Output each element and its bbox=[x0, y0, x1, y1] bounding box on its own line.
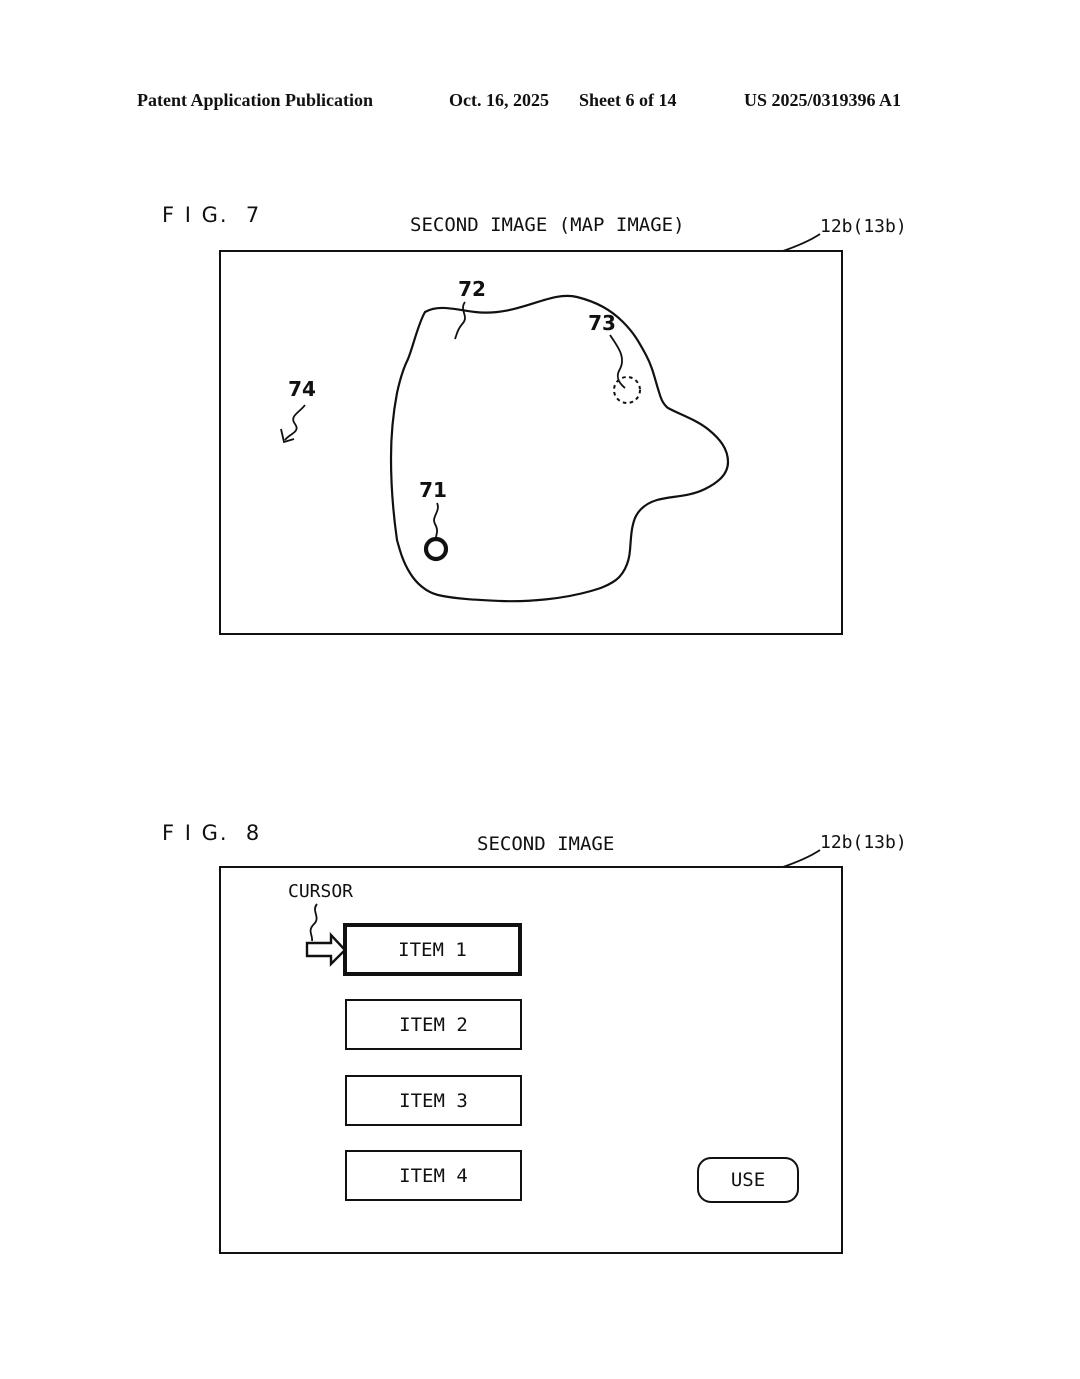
figure-8-label: F I G. 8 bbox=[162, 821, 262, 845]
item-2-box: ITEM 2 bbox=[345, 999, 522, 1050]
cursor-leader-line bbox=[309, 903, 318, 942]
sheet-number: Sheet 6 of 14 bbox=[579, 90, 677, 110]
figure-8-title: SECOND IMAGE bbox=[477, 833, 615, 855]
ref-number-74: 74 bbox=[288, 377, 316, 401]
item-4-box: ITEM 4 bbox=[345, 1150, 522, 1201]
figure-7-label: F I G. 7 bbox=[162, 203, 262, 227]
leader-line-71 bbox=[433, 502, 439, 539]
item-1-label: ITEM 1 bbox=[398, 938, 467, 961]
dashed-marker-circle-73 bbox=[613, 376, 641, 404]
ref-number-73: 73 bbox=[588, 311, 616, 335]
cursor-label: CURSOR bbox=[288, 881, 354, 902]
item-4-label: ITEM 4 bbox=[399, 1164, 468, 1187]
leader-line-73 bbox=[609, 334, 626, 389]
use-button-label: USE bbox=[730, 1169, 766, 1191]
leader-line-72 bbox=[454, 301, 466, 340]
leader-arrowhead-74 bbox=[280, 428, 295, 444]
figure-7-title: SECOND IMAGE (MAP IMAGE) bbox=[410, 214, 685, 236]
figure-8-ref: 12b(13b) bbox=[820, 832, 907, 853]
publication-date: Oct. 16, 2025 bbox=[449, 90, 549, 110]
position-marker-circle-71 bbox=[423, 536, 449, 562]
publication-number: US 2025/0319396 A1 bbox=[744, 90, 902, 110]
item-2-label: ITEM 2 bbox=[399, 1013, 468, 1036]
item-3-label: ITEM 3 bbox=[399, 1089, 468, 1112]
figure-7-ref: 12b(13b) bbox=[820, 216, 907, 237]
map-outline bbox=[389, 294, 730, 603]
publication-title: Patent Application Publication bbox=[137, 90, 374, 110]
figure-7-screen-frame: 72 73 74 71 bbox=[219, 250, 843, 635]
figure-7-drawing: 72 73 74 71 bbox=[280, 277, 730, 603]
item-1-box: ITEM 1 bbox=[343, 923, 522, 976]
figure-8-screen-frame bbox=[219, 866, 843, 1254]
ref-number-71: 71 bbox=[419, 478, 447, 502]
cursor-arrow-icon bbox=[305, 903, 347, 967]
item-3-box: ITEM 3 bbox=[345, 1075, 522, 1126]
ref-number-72: 72 bbox=[458, 277, 486, 301]
cursor-block-arrow bbox=[305, 931, 347, 967]
leader-line-74 bbox=[284, 404, 306, 441]
use-button-box: USE bbox=[697, 1157, 799, 1203]
